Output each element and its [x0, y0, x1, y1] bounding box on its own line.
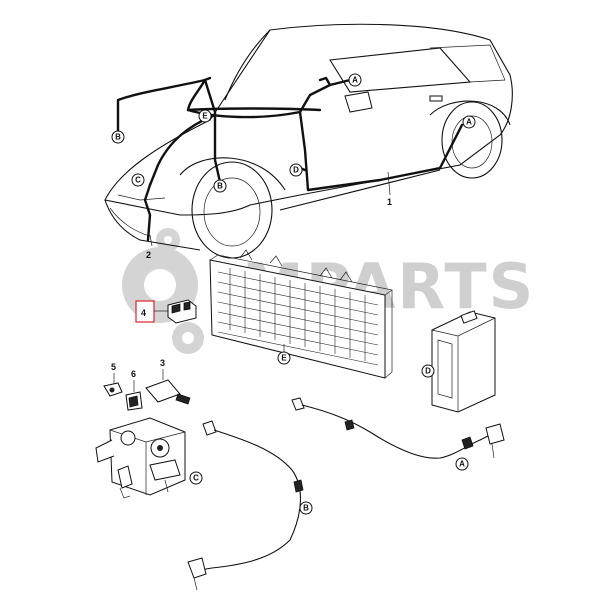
mirror-icon [344, 91, 373, 113]
svg-text:C: C [135, 176, 141, 185]
control-module: D [421, 310, 496, 413]
part-3: 3 [145, 358, 191, 405]
connector-c-front: C [131, 173, 145, 187]
sensor-b: B [187, 420, 313, 591]
part-6: 6 [125, 369, 143, 411]
svg-text:4: 4 [141, 308, 146, 318]
sensor-a: A [291, 397, 505, 471]
svg-text:B: B [115, 133, 121, 142]
callout-2: 2 [146, 234, 153, 260]
relay-box-slots [217, 268, 379, 366]
door-handle-icon [429, 95, 443, 102]
connector-d-door: D [289, 163, 303, 177]
gear-icon [122, 228, 204, 354]
svg-text:5: 5 [111, 362, 116, 372]
svg-text:E: E [281, 354, 287, 363]
relay-part-4: 4 [135, 299, 197, 324]
relay-box: E [209, 249, 393, 379]
svg-text:E: E [202, 112, 208, 121]
svg-text:A: A [459, 460, 465, 469]
connector-a-top: A [348, 73, 362, 87]
svg-text:1: 1 [387, 197, 392, 207]
hydraulic-unit: C [95, 417, 203, 499]
svg-text:A: A [466, 118, 472, 127]
connector-b-front: B [213, 179, 227, 193]
part-5: 5 [103, 362, 123, 397]
svg-text:B: B [303, 504, 309, 513]
car-outline [104, 23, 513, 259]
svg-text:D: D [425, 367, 431, 376]
connector-a-rear: A [462, 115, 476, 129]
connector-e-top: E [198, 109, 212, 123]
connector-a-sensor [455, 457, 469, 471]
connector-b-left: B [111, 130, 125, 144]
svg-text:3: 3 [160, 358, 165, 368]
svg-text:6: 6 [131, 369, 136, 379]
svg-text:C: C [193, 474, 199, 483]
wiring-harness [116, 76, 464, 242]
svg-text:2: 2 [146, 250, 151, 260]
svg-text:D: D [293, 166, 299, 175]
svg-text:B: B [217, 182, 223, 191]
connector-e-box [277, 351, 291, 365]
highlight-box [135, 300, 155, 323]
connector-d-module [421, 364, 435, 378]
connector-c-pump [189, 471, 203, 485]
callout-1: 1 [387, 171, 392, 207]
svg-text:A: A [352, 76, 358, 85]
connector-b-sensor [299, 501, 313, 515]
